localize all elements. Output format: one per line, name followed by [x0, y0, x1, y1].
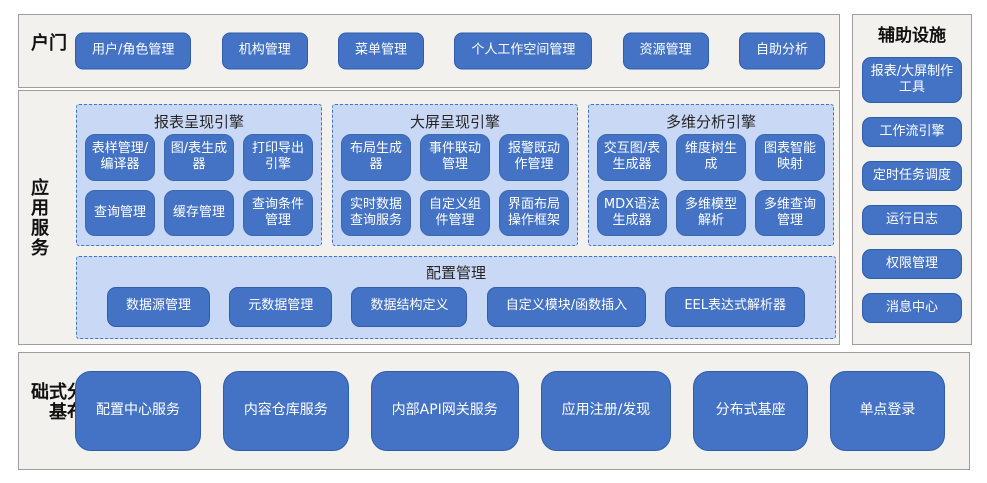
engine-button-md-query-mgmt[interactable]: 多维查询管理 [755, 189, 825, 236]
engine-button-print-export[interactable]: 打印导出引擎 [243, 134, 313, 181]
portal-section-label: 门户 [28, 33, 67, 53]
dist-button-content-repo[interactable]: 内容仓库服务 [222, 371, 349, 451]
config-button-metadata[interactable]: 元数据管理 [229, 286, 333, 327]
engine-button-ui-layout-framework[interactable]: 界面布局操作框架 [499, 189, 569, 236]
aux-button-message-center[interactable]: 消息中心 [862, 293, 962, 323]
config-button-data-structure[interactable]: 数据结构定义 [351, 286, 468, 327]
dist-button-config-center[interactable]: 配置中心服务 [75, 371, 201, 451]
config-button-custom-module[interactable]: 自定义模块/函数插入 [486, 286, 647, 327]
dist-button-app-registry[interactable]: 应用注册/发现 [540, 371, 672, 451]
dist-button-api-gateway[interactable]: 内部API网关服务 [370, 371, 519, 451]
report-engine-title: 报表呈现引擎 [153, 113, 244, 131]
aux-button-workflow-engine[interactable]: 工作流引擎 [862, 117, 962, 147]
olap-engine-title: 多维分析引擎 [665, 113, 756, 131]
bigscreen-engine-grid: 布局生成器 事件联动管理 报警既动作管理 实时数据查询服务 自定义组件管理 界面… [341, 134, 569, 236]
report-engine-grid: 表样管理/编译器 图/表生成器 打印导出引擎 查询管理 缓存管理 查询条件管理 [85, 134, 313, 236]
portal-button-resource[interactable]: 资源管理 [622, 32, 709, 70]
engine-button-layout-generator[interactable]: 布局生成器 [341, 134, 411, 181]
portal-button-row: 用户/角色管理 机构管理 菜单管理 个人工作空间管理 资源管理 自助分析 [75, 32, 825, 70]
engine-button-query-mgmt[interactable]: 查询管理 [85, 189, 155, 236]
app-services-section: 应用服务 报表呈现引擎 表样管理/编译器 图/表生成器 打印导出引擎 查询管理 … [18, 90, 840, 345]
engine-button-cache-mgmt[interactable]: 缓存管理 [164, 189, 234, 236]
report-engine-panel: 报表呈现引擎 表样管理/编译器 图/表生成器 打印导出引擎 查询管理 缓存管理 … [76, 104, 322, 246]
portal-section: 门户 用户/角色管理 机构管理 菜单管理 个人工作空间管理 资源管理 自助分析 [18, 14, 840, 88]
bigscreen-engine-panel: 大屏呈现引擎 布局生成器 事件联动管理 报警既动作管理 实时数据查询服务 自定义… [332, 104, 578, 246]
aux-button-report-bigscreen-tool[interactable]: 报表/大屏制作工具 [862, 57, 962, 103]
engine-button-query-condition[interactable]: 查询条件管理 [243, 189, 313, 236]
engine-button-alarm-action[interactable]: 报警既动作管理 [499, 134, 569, 181]
engine-button-style-compiler[interactable]: 表样管理/编译器 [85, 134, 155, 181]
config-button-row: 数据源管理 元数据管理 数据结构定义 自定义模块/函数插入 EEL表达式解析器 [107, 285, 805, 328]
olap-engine-grid: 交互图/表生成器 维度树生成 图表智能映射 MDX语法生成器 多维模型解析 多维… [597, 134, 825, 236]
dist-button-distributed-pedestal[interactable]: 分布式基座 [693, 371, 809, 451]
aux-button-task-scheduler[interactable]: 定时任务调度 [862, 161, 962, 191]
auxiliary-section-title: 辅助设施 [878, 26, 946, 46]
engine-button-realtime-query[interactable]: 实时数据查询服务 [341, 189, 411, 236]
engine-button-event-linkage[interactable]: 事件联动管理 [420, 134, 490, 181]
config-button-datasource[interactable]: 数据源管理 [107, 286, 211, 327]
auxiliary-section: 辅助设施 报表/大屏制作工具 工作流引擎 定时任务调度 运行日志 权限管理 消息… [852, 14, 972, 345]
engine-panels: 报表呈现引擎 表样管理/编译器 图/表生成器 打印导出引擎 查询管理 缓存管理 … [76, 104, 834, 246]
dist-button-sso[interactable]: 单点登录 [829, 371, 945, 451]
portal-button-user-role[interactable]: 用户/角色管理 [75, 32, 192, 70]
olap-engine-panel: 多维分析引擎 交互图/表生成器 维度树生成 图表智能映射 MDX语法生成器 多维… [588, 104, 834, 246]
portal-button-selfservice[interactable]: 自助分析 [738, 32, 825, 70]
aux-button-permission-mgmt[interactable]: 权限管理 [862, 249, 962, 279]
engine-button-chart-mapping[interactable]: 图表智能映射 [755, 134, 825, 181]
portal-button-org[interactable]: 机构管理 [221, 32, 308, 70]
portal-button-menu[interactable]: 菜单管理 [338, 32, 425, 70]
engine-button-mdx-generator[interactable]: MDX语法生成器 [597, 189, 667, 236]
distributed-base-section: 分布式基础 配置中心服务 内容仓库服务 内部API网关服务 应用注册/发现 分布… [18, 352, 970, 470]
bigscreen-engine-title: 大屏呈现引擎 [409, 113, 500, 131]
engine-button-dimension-tree[interactable]: 维度树生成 [676, 134, 746, 181]
app-services-section-label: 应用服务 [28, 177, 49, 258]
portal-button-workspace[interactable]: 个人工作空间管理 [454, 32, 593, 70]
config-button-eel-parser[interactable]: EEL表达式解析器 [665, 286, 805, 327]
aux-button-run-log[interactable]: 运行日志 [862, 205, 962, 235]
engine-button-custom-component[interactable]: 自定义组件管理 [420, 189, 490, 236]
distributed-button-row: 配置中心服务 内容仓库服务 内部API网关服务 应用注册/发现 分布式基座 单点… [75, 371, 945, 451]
config-mgmt-panel: 配置管理 数据源管理 元数据管理 数据结构定义 自定义模块/函数插入 EEL表达… [76, 256, 836, 339]
engine-button-model-parser[interactable]: 多维模型解析 [676, 189, 746, 236]
engine-button-interactive-chart[interactable]: 交互图/表生成器 [597, 134, 667, 181]
auxiliary-button-column: 报表/大屏制作工具 工作流引擎 定时任务调度 运行日志 权限管理 消息中心 [862, 57, 962, 323]
engine-button-chart-generator[interactable]: 图/表生成器 [164, 134, 234, 181]
config-mgmt-title: 配置管理 [425, 264, 486, 282]
